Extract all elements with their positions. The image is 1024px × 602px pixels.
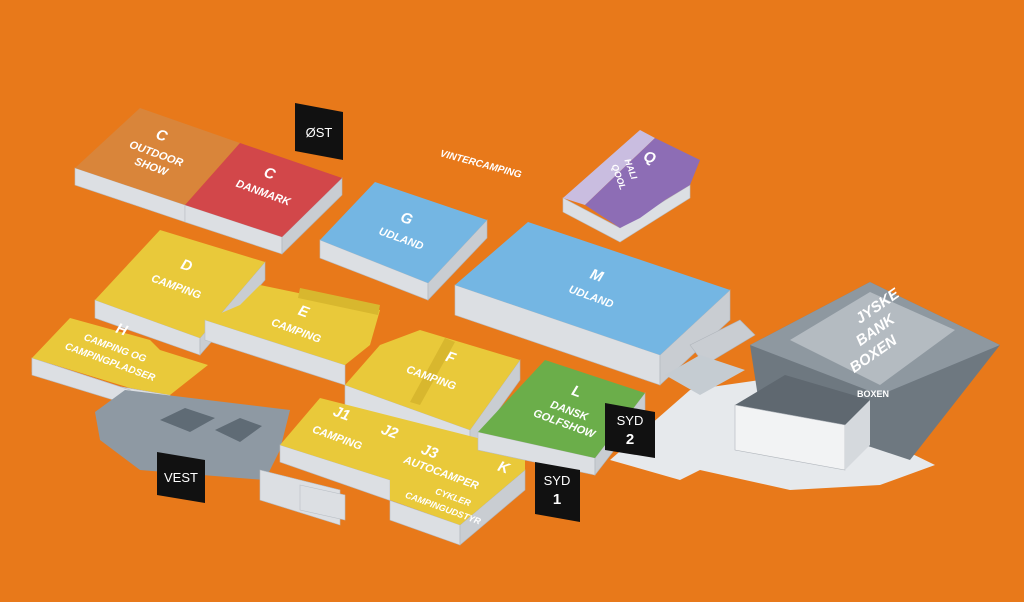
entrance-number: 2	[626, 431, 634, 448]
entrance-number: 1	[553, 491, 561, 508]
hall-e-camping[interactable]: E CAMPING	[204, 285, 380, 386]
entrance-syd-2[interactable]: SYD 2	[605, 403, 655, 458]
hall-l-dansk-golfshow[interactable]: L DANSK GOLFSHOW	[477, 360, 646, 476]
hall-q-hali-qool[interactable]: Q HALI QOOL	[562, 130, 700, 243]
arena-logo: BOXEN	[857, 389, 889, 399]
hall-letter: M	[588, 266, 606, 286]
hall-j-k[interactable]: J1 CAMPING J2 J3 AUTOCAMPER K CYKLER CAM…	[279, 398, 526, 546]
hall-letter-j1: J1	[331, 403, 352, 425]
area-label-vintercamping: VINTERCAMPING	[439, 148, 523, 180]
west-concourse	[95, 390, 346, 526]
entrance-label: ØST	[306, 125, 333, 140]
hall-m-udland[interactable]: M UDLAND	[454, 222, 756, 386]
entrance-ost[interactable]: ØST	[295, 103, 343, 160]
entrance-label: SYD	[617, 413, 644, 428]
hall-letter-j3: J3	[419, 441, 441, 463]
entrance-vest[interactable]: VEST	[157, 452, 205, 503]
entrance-label: VEST	[164, 470, 198, 485]
hall-c-danmark[interactable]: C DANMARK	[184, 143, 343, 255]
hall-g-udland[interactable]: G UDLAND	[319, 182, 488, 301]
entrance-syd-1[interactable]: SYD 1	[535, 462, 580, 522]
hall-c-outdoor-show[interactable]: C OUTDOOR SHOW	[74, 108, 240, 223]
hall-letter-j2: J2	[379, 421, 401, 443]
arena-jyske-bank-boxen[interactable]: JYSKE BANK BOXEN BOXEN	[734, 282, 1000, 471]
entrance-label: SYD	[544, 473, 571, 488]
